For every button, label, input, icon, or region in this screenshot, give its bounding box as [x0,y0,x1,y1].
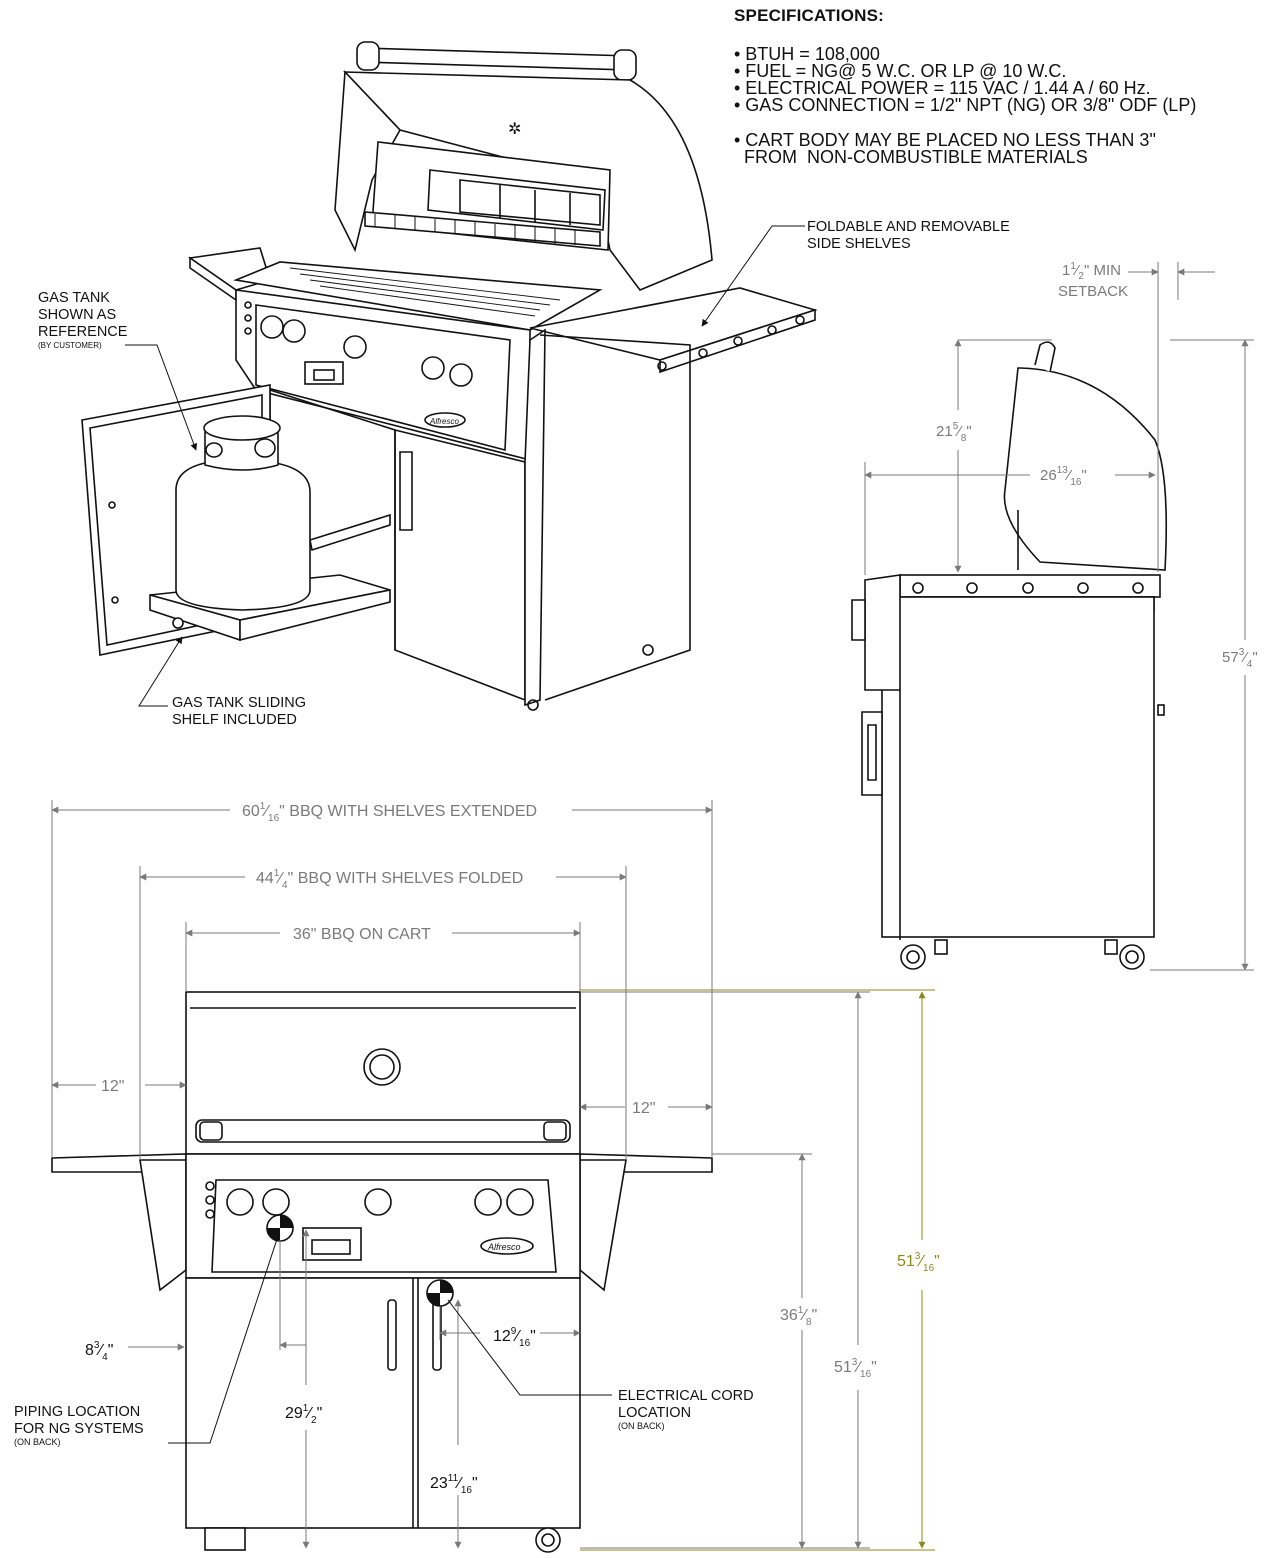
depth-dimension: 2613⁄16" [1040,465,1087,488]
piping-note: (ON BACK) [14,1437,61,1447]
iso-callout-text: FOLDABLE AND REMOVABLE SIDE SHELVES GAS … [38,219,1010,728]
extended-width-dimension: 601⁄16" BBQ WITH SHELVES EXTENDED [242,801,537,824]
spec-item: • GAS CONNECTION = 1/2" NPT (NG) OR 3/8"… [734,95,1197,115]
cord-callout: ELECTRICAL CORD [618,1388,754,1404]
side-view-drawing [851,341,1168,970]
pipe-side-dimension: 83⁄4" [85,1340,113,1363]
gas-tank-callout: GAS TANK [38,290,110,306]
sliding-shelf-callout: SHELF INCLUDED [172,712,297,728]
front-brand-logo: Alfresco [487,1242,521,1252]
side-shelves-callout: SIDE SHELVES [807,236,911,252]
cord-side-dimension: 129⁄16" [493,1326,536,1349]
front-view-drawing: Alfresco [51,991,713,1553]
cord-note: (ON BACK) [618,1421,665,1431]
front-leaders [168,1235,612,1444]
hood-height-dimension: 215⁄8" [936,421,972,444]
isometric-grill-drawing: ✲ Alfresco [81,41,818,711]
cart-width-dimension: 36" BBQ ON CART [293,926,431,943]
hood-top-height-dimension: 513⁄16" [834,1357,877,1380]
spec-note: • CART BODY MAY BE PLACED NO LESS THAN 3… [734,130,1156,150]
pipe-height-dimension: 291⁄2" [285,1403,322,1426]
gas-tank-callout: SHOWN AS [38,307,116,323]
front-view-black-labels: 83⁄4" 291⁄2" 129⁄16" 2311⁄16" PIPING LOC… [14,1326,754,1496]
specifications-block: SPECIFICATIONS: • BTUH = 108,000 • FUEL … [734,6,1279,166]
hood-thermometer-icon: ✲ [508,121,521,138]
front-view-dimensions [51,800,870,1549]
piping-callout: FOR NG SYSTEMS [14,1421,144,1437]
cord-height-dimension: 2311⁄16" [430,1473,478,1496]
side-view-dimensions [864,262,1254,971]
iso-leaders [125,225,805,707]
iso-brand-logo: Alfresco [429,417,459,426]
right-shelf-dimension: 12" [632,1100,655,1117]
sliding-shelf-callout: GAS TANK SLIDING [172,695,306,711]
gas-tank-note: (BY CUSTOMER) [38,341,102,350]
counter-height-dimension: 361⁄8" [780,1305,817,1328]
setback-label: SETBACK [1058,283,1128,300]
spec-item: • ELECTRICAL POWER = 115 VAC / 1.44 A / … [734,78,1151,98]
side-view-labels: 11⁄2" MIN SETBACK 215⁄8" 2613⁄16" 573⁄4" [936,261,1258,670]
folded-width-dimension: 441⁄4" BBQ WITH SHELVES FOLDED [256,868,523,891]
spec-item: • BTUH = 108,000 [734,44,880,64]
cord-callout: LOCATION [618,1405,691,1421]
side-shelves-callout: FOLDABLE AND REMOVABLE [807,219,1010,235]
piping-callout: PIPING LOCATION [14,1404,140,1420]
left-shelf-dimension: 12" [101,1078,124,1095]
specifications-heading: SPECIFICATIONS: [734,6,885,25]
gas-tank-callout: REFERENCE [38,324,128,340]
front-view-labels: 601⁄16" BBQ WITH SHELVES EXTENDED 441⁄4"… [101,801,940,1380]
overall-height-dimension: 573⁄4" [1222,647,1258,670]
setback-dimension: 11⁄2" MIN [1062,261,1121,282]
overall-height-olive [580,989,935,1551]
spec-item: • FUEL = NG@ 5 W.C. OR LP @ 10 W.C. [734,61,1067,81]
spec-note: FROM NON-COMBUSTIBLE MATERIALS [734,147,1088,167]
overall-front-height-dimension: 513⁄16" [897,1251,940,1274]
